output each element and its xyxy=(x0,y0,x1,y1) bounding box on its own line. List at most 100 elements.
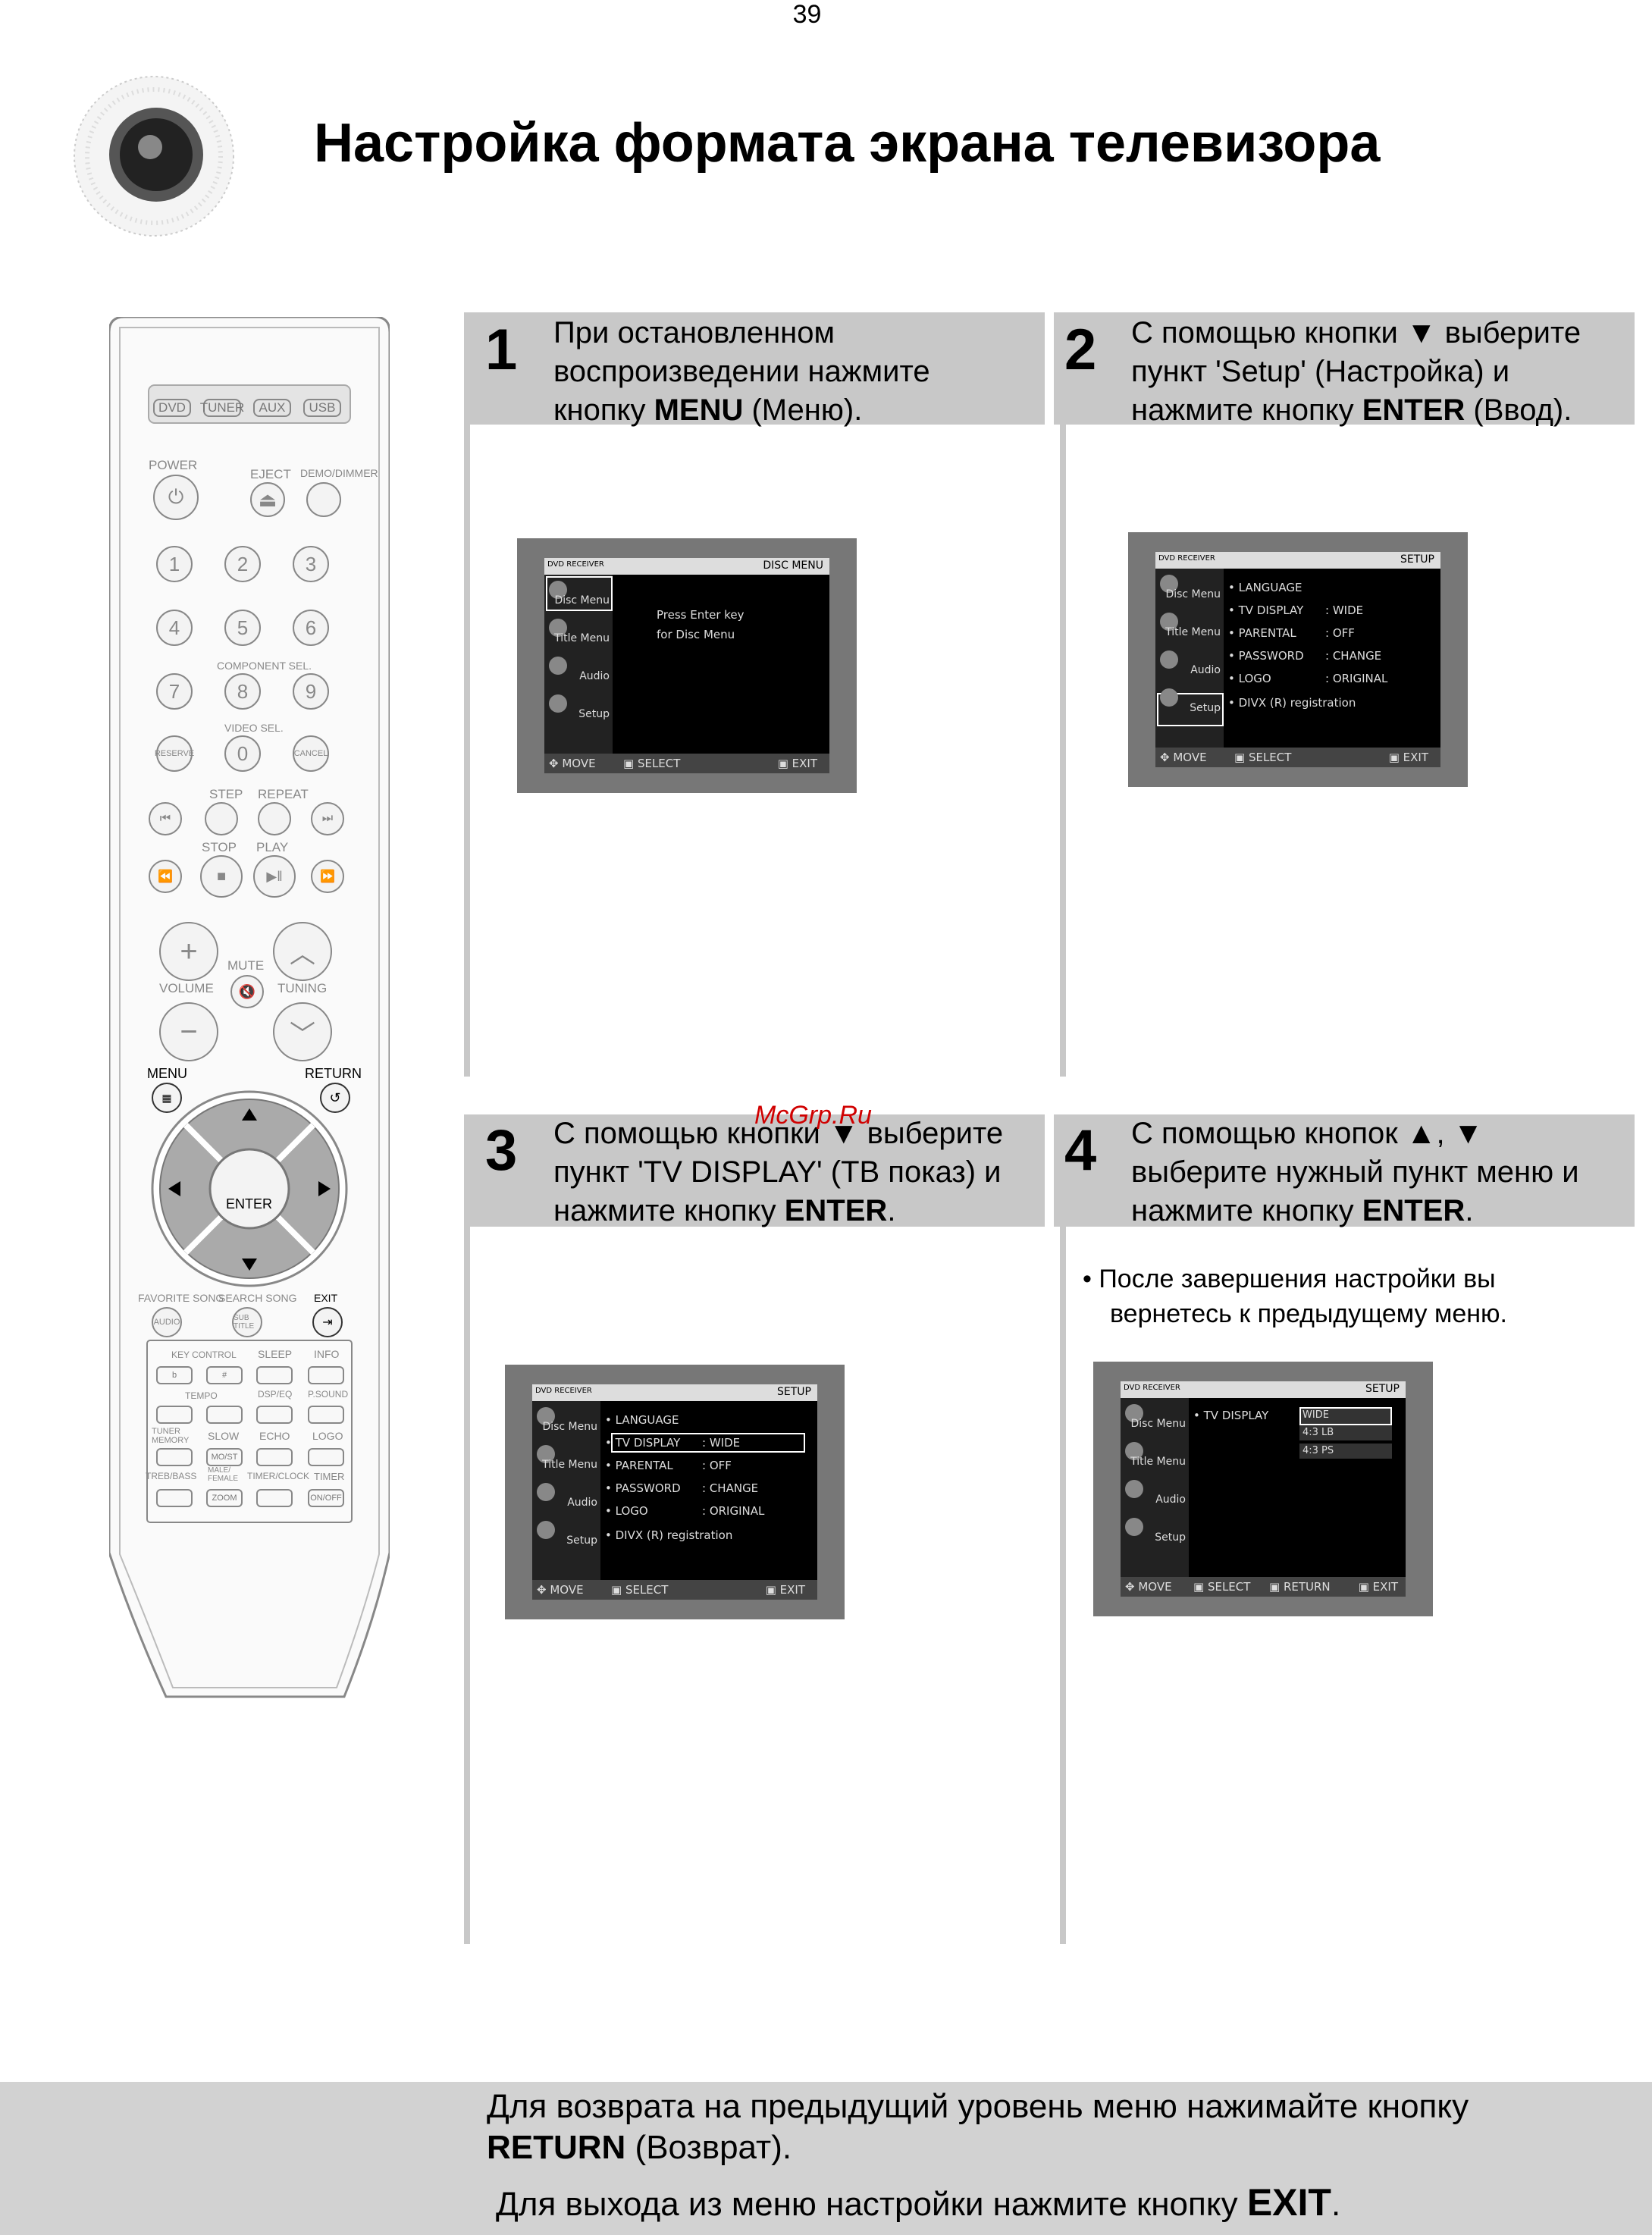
step-label: STEP xyxy=(209,787,243,801)
screen3-row: • PARENTAL xyxy=(605,1459,673,1472)
disc-icon xyxy=(1160,575,1178,593)
screen2-side-item: Audio xyxy=(1190,664,1221,676)
logo-button[interactable] xyxy=(308,1448,344,1466)
screen4-side-item: Setup xyxy=(1155,1531,1186,1544)
cancel-button[interactable]: CANCEL xyxy=(293,735,329,772)
step4-note: • После завершения настройки вы вернетес… xyxy=(1083,1262,1507,1331)
screen1-side-setup: Setup xyxy=(578,708,610,720)
power-label: POWER xyxy=(149,458,198,472)
tempo-up-button[interactable] xyxy=(206,1406,243,1424)
skip-back-button[interactable]: ⏮ xyxy=(149,802,182,835)
volume-down-button[interactable]: − xyxy=(159,1002,218,1061)
volume-up-button[interactable]: + xyxy=(159,922,218,981)
digit-1-button[interactable]: 1 xyxy=(156,546,193,582)
screen1-press-enter: Press Enter key xyxy=(657,608,744,622)
title-icon xyxy=(1160,613,1178,631)
screen1-side-title-menu: Title Menu xyxy=(554,632,610,644)
p-sound-button[interactable] xyxy=(308,1406,344,1424)
return-icon: ↺ xyxy=(329,1089,341,1105)
step1-line3: кнопку MENU (Меню). xyxy=(553,393,863,427)
aux-source-button[interactable]: AUX xyxy=(253,399,291,417)
rewind-button[interactable]: ⏪ xyxy=(149,860,182,893)
key-sharp-button[interactable]: # xyxy=(206,1366,243,1384)
mo-st-button[interactable]: MO/ST xyxy=(206,1448,243,1466)
tuner-source-button[interactable]: TUNER xyxy=(200,399,244,417)
timer-clock-button[interactable] xyxy=(256,1489,293,1507)
footer-line2: RETURN (Возврат). xyxy=(487,2129,792,2166)
reserve-button[interactable]: RESERVE xyxy=(155,735,194,772)
step3-line1: С помощью кнопки ▼ выберите xyxy=(553,1117,1004,1150)
step-button[interactable] xyxy=(205,802,238,835)
exit-button[interactable]: ⇥ xyxy=(312,1307,343,1337)
subtitle-button[interactable]: SUB TITLE xyxy=(232,1307,262,1337)
digit-7-button[interactable]: 7 xyxy=(156,673,193,710)
digit-9-button[interactable]: 9 xyxy=(293,673,329,710)
timer-label: TIMER xyxy=(314,1471,345,1482)
demo-dimmer-button[interactable] xyxy=(306,482,341,517)
skip-forward-button[interactable]: ⏭ xyxy=(311,802,344,835)
step1-number: 1 xyxy=(485,318,518,382)
screen2-side-item: Setup xyxy=(1190,702,1221,714)
zoom-button[interactable]: ZOOM xyxy=(206,1489,243,1507)
screen2-row: • PASSWORD xyxy=(1228,649,1304,663)
screen3-side-item: Audio xyxy=(567,1497,597,1509)
menu-button[interactable]: ▦ xyxy=(152,1083,182,1113)
timer-on-off-button[interactable]: ON/OFF xyxy=(308,1489,344,1507)
skip-back-icon: ⏮ xyxy=(159,812,171,825)
tempo-down-button[interactable] xyxy=(156,1406,193,1424)
screen3-row: • LANGUAGE xyxy=(605,1413,679,1427)
dsp-eq-button[interactable] xyxy=(256,1406,293,1424)
male-female-label: MALE/ FEMALE xyxy=(208,1466,239,1483)
digit-6-button[interactable]: 6 xyxy=(293,610,329,646)
return-button[interactable]: ↺ xyxy=(320,1083,350,1113)
screen3-selection-box xyxy=(611,1433,805,1453)
stop-button[interactable]: ■ xyxy=(200,855,243,898)
power-button[interactable]: ⏻ xyxy=(153,475,199,520)
digit-2-button[interactable]: 2 xyxy=(224,546,261,582)
digit-3-button[interactable]: 3 xyxy=(293,546,329,582)
screen2-selection-box xyxy=(1157,693,1224,726)
digit-4-button[interactable]: 4 xyxy=(156,610,193,646)
step3-bar xyxy=(464,1114,470,1944)
info-label: INFO xyxy=(314,1348,340,1360)
screen2-value: : ORIGINAL xyxy=(1325,672,1388,685)
screen2-value: : CHANGE xyxy=(1325,649,1382,663)
sleep-button[interactable] xyxy=(256,1366,293,1384)
screen2-move: ✥ MOVE xyxy=(1160,751,1207,764)
tuning-up-button[interactable]: ︿ xyxy=(273,922,332,981)
echo-button[interactable] xyxy=(256,1448,293,1466)
screen4-option-wide: WIDE xyxy=(1299,1407,1392,1425)
favorite-song-label: FAVORITE SONG xyxy=(138,1292,224,1304)
digit-8-button[interactable]: 8 xyxy=(224,673,261,710)
info-button[interactable] xyxy=(308,1366,344,1384)
fast-forward-button[interactable]: ⏩ xyxy=(311,860,344,893)
key-flat-button[interactable]: b xyxy=(156,1366,193,1384)
title-icon xyxy=(1125,1442,1143,1460)
step1-line2: воспроизведении нажмите xyxy=(553,355,930,388)
treb-bass-button[interactable] xyxy=(156,1489,193,1507)
audio-button[interactable]: AUDIO xyxy=(152,1307,182,1337)
minus-icon: − xyxy=(180,1014,198,1049)
step1-bar xyxy=(464,312,470,1077)
title-icon xyxy=(549,619,567,637)
enter-button[interactable]: ENTER xyxy=(226,1196,273,1212)
screen4-option-ps: 4:3 PS xyxy=(1299,1444,1392,1459)
page-title: Настройка формата экрана телевизора xyxy=(314,113,1381,174)
usb-source-button[interactable]: USB xyxy=(303,399,341,417)
screen2-value: : OFF xyxy=(1325,626,1355,640)
digit-0-button[interactable]: 0 xyxy=(224,735,261,772)
footer-line1: Для возврата на предыдущий уровень меню … xyxy=(487,2088,1469,2125)
digit-5-button[interactable]: 5 xyxy=(224,610,261,646)
tuning-down-button[interactable]: ﹀ xyxy=(273,1002,332,1061)
repeat-button[interactable] xyxy=(258,802,291,835)
chevron-up-icon: ︿ xyxy=(290,939,315,969)
exit-keyword: EXIT xyxy=(1246,2181,1331,2224)
eject-button[interactable]: ⏏ xyxy=(250,482,285,517)
repeat-label: REPEAT xyxy=(258,787,309,801)
mute-button[interactable]: 🔇 xyxy=(230,975,264,1008)
play-pause-button[interactable]: ▶‖ xyxy=(253,855,296,898)
chevron-down-icon: ﹀ xyxy=(290,1020,315,1049)
tuner-memory-button[interactable] xyxy=(156,1448,193,1466)
dvd-source-button[interactable]: DVD xyxy=(153,399,191,417)
